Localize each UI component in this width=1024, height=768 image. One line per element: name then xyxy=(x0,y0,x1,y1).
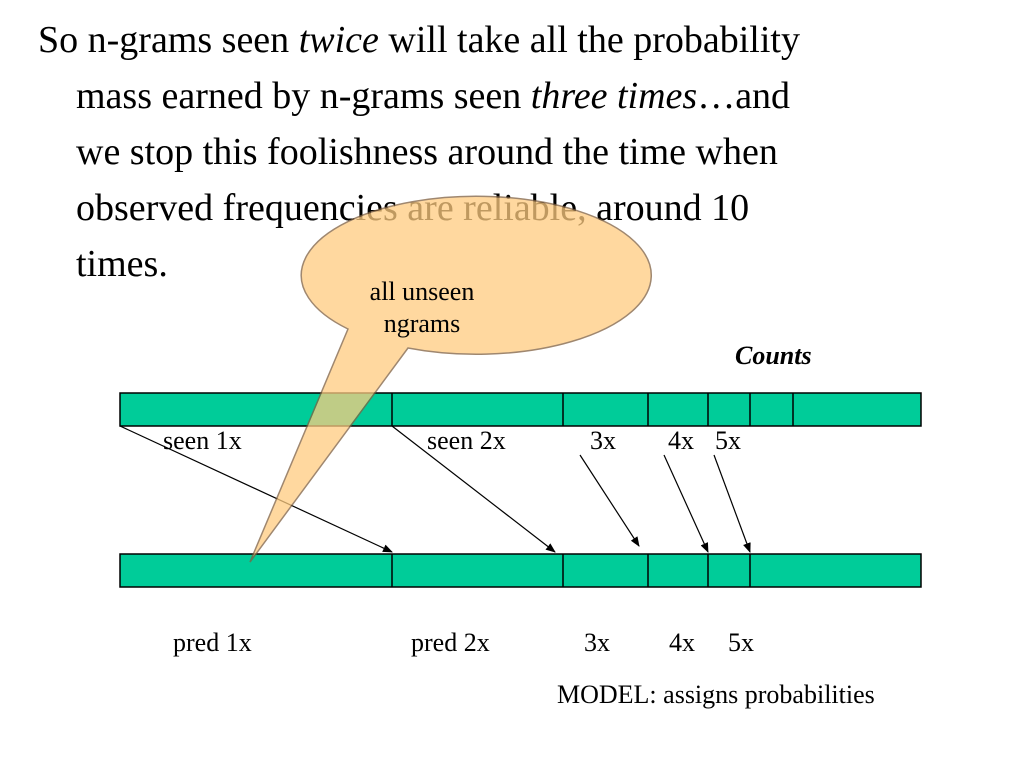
paragraph-line-3: we stop this foolishness around the time… xyxy=(76,131,778,173)
text-segment: mass earned by n-grams seen xyxy=(76,75,531,117)
top-label-seen-2x: seen 2x xyxy=(427,426,506,455)
bubble-shape xyxy=(249,195,652,563)
bottom-label-pred-2x: pred 2x xyxy=(411,628,490,657)
paragraph-line-5: times. xyxy=(76,243,168,285)
emphasis-twice: twice xyxy=(298,19,379,61)
bottom-label-5x: 5x xyxy=(728,628,754,657)
arrow-3x-to-pred4 xyxy=(579,454,640,547)
arrow-4x-to-pred5 xyxy=(663,454,709,553)
text-segment: …and xyxy=(697,75,791,117)
bottom-pred-bar xyxy=(119,553,922,588)
bottom-label-4x: 4x xyxy=(669,628,695,657)
bottom-label-pred-1x: pred 1x xyxy=(173,628,252,657)
bubble-line-2: ngrams xyxy=(383,309,461,338)
top-count-bar xyxy=(119,392,922,427)
text-segment: So n-grams seen xyxy=(38,19,299,61)
top-label-3x: 3x xyxy=(590,426,616,455)
bubble-text: all unseen ngrams xyxy=(327,276,517,340)
bottom-bar-frame xyxy=(119,553,922,588)
counts-label: Counts xyxy=(735,341,812,370)
paragraph-line-1: So n-grams seen twice will take all the … xyxy=(38,12,988,68)
top-bar-frame xyxy=(119,392,922,427)
arrow-seen2-to-pred3 xyxy=(391,425,556,553)
speech-bubble xyxy=(249,195,652,563)
paragraph-line-2: mass earned by n-grams seen three times…… xyxy=(38,68,988,124)
top-label-4x: 4x xyxy=(668,426,694,455)
top-label-5x: 5x xyxy=(715,426,741,455)
bottom-label-3x: 3x xyxy=(584,628,610,657)
model-label: MODEL: assigns probabilities xyxy=(557,680,875,709)
bubble-line-1: all unseen xyxy=(369,277,475,306)
top-label-seen-1x: seen 1x xyxy=(163,426,242,455)
text-segment: will take all the probability xyxy=(378,19,800,61)
arrow-5x-to-pred6 xyxy=(713,454,751,553)
emphasis-three-times: three times xyxy=(530,75,698,117)
arrow-seen1-to-pred2 xyxy=(119,425,393,553)
mapping-arrows xyxy=(119,425,751,553)
